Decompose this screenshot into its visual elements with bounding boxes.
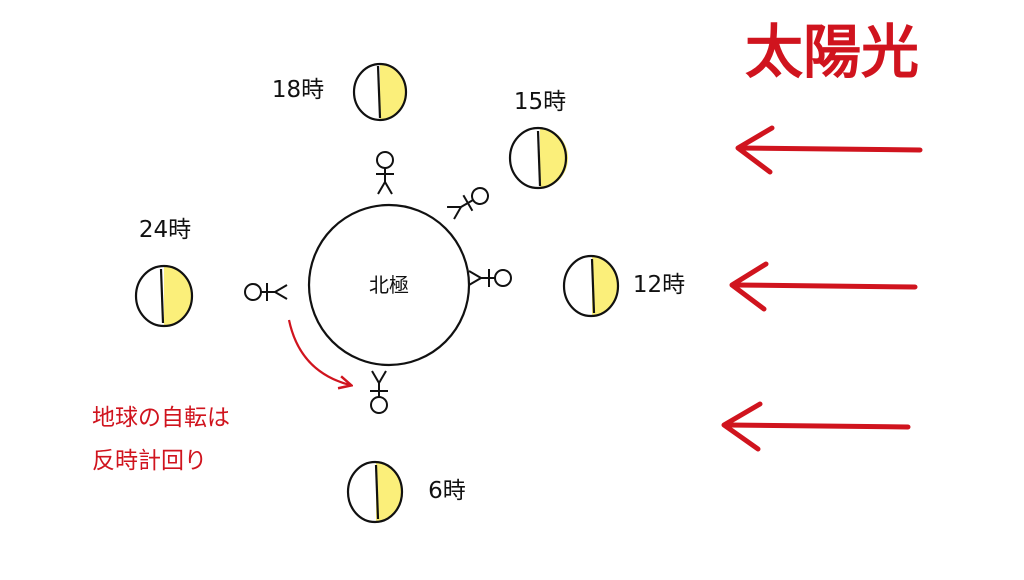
sunlight-arrow-2 — [729, 261, 918, 312]
rotation-arrow-icon — [287, 319, 350, 385]
time-label-12h: 12時 — [633, 272, 685, 298]
moon-24h-icon — [134, 264, 194, 328]
person-12h-icon — [468, 269, 512, 287]
time-label-6h: 6時 — [428, 478, 466, 504]
person-18h-icon — [376, 151, 394, 195]
moon-12h-icon — [562, 254, 620, 318]
time-label-18h: 18時 — [272, 77, 324, 103]
rotation-note-line1: 地球の自転は — [92, 405, 230, 431]
person-15h-icon — [447, 187, 489, 220]
sunlight-arrow-3 — [721, 401, 911, 452]
time-label-24h: 24時 — [139, 217, 191, 243]
person-6h-icon — [370, 370, 388, 414]
time-label-15h: 15時 — [514, 89, 566, 115]
moon-15h-icon — [508, 126, 568, 190]
moon-18h-icon — [352, 62, 408, 122]
moon-6h-icon — [346, 460, 404, 524]
rotation-note-line2: 反時計回り — [92, 448, 207, 474]
north-pole-label: 北極 — [369, 273, 409, 297]
sunlight-arrow-1 — [735, 125, 923, 175]
person-24h-icon — [244, 283, 288, 301]
sunlight-title: 太陽光 — [745, 18, 919, 86]
